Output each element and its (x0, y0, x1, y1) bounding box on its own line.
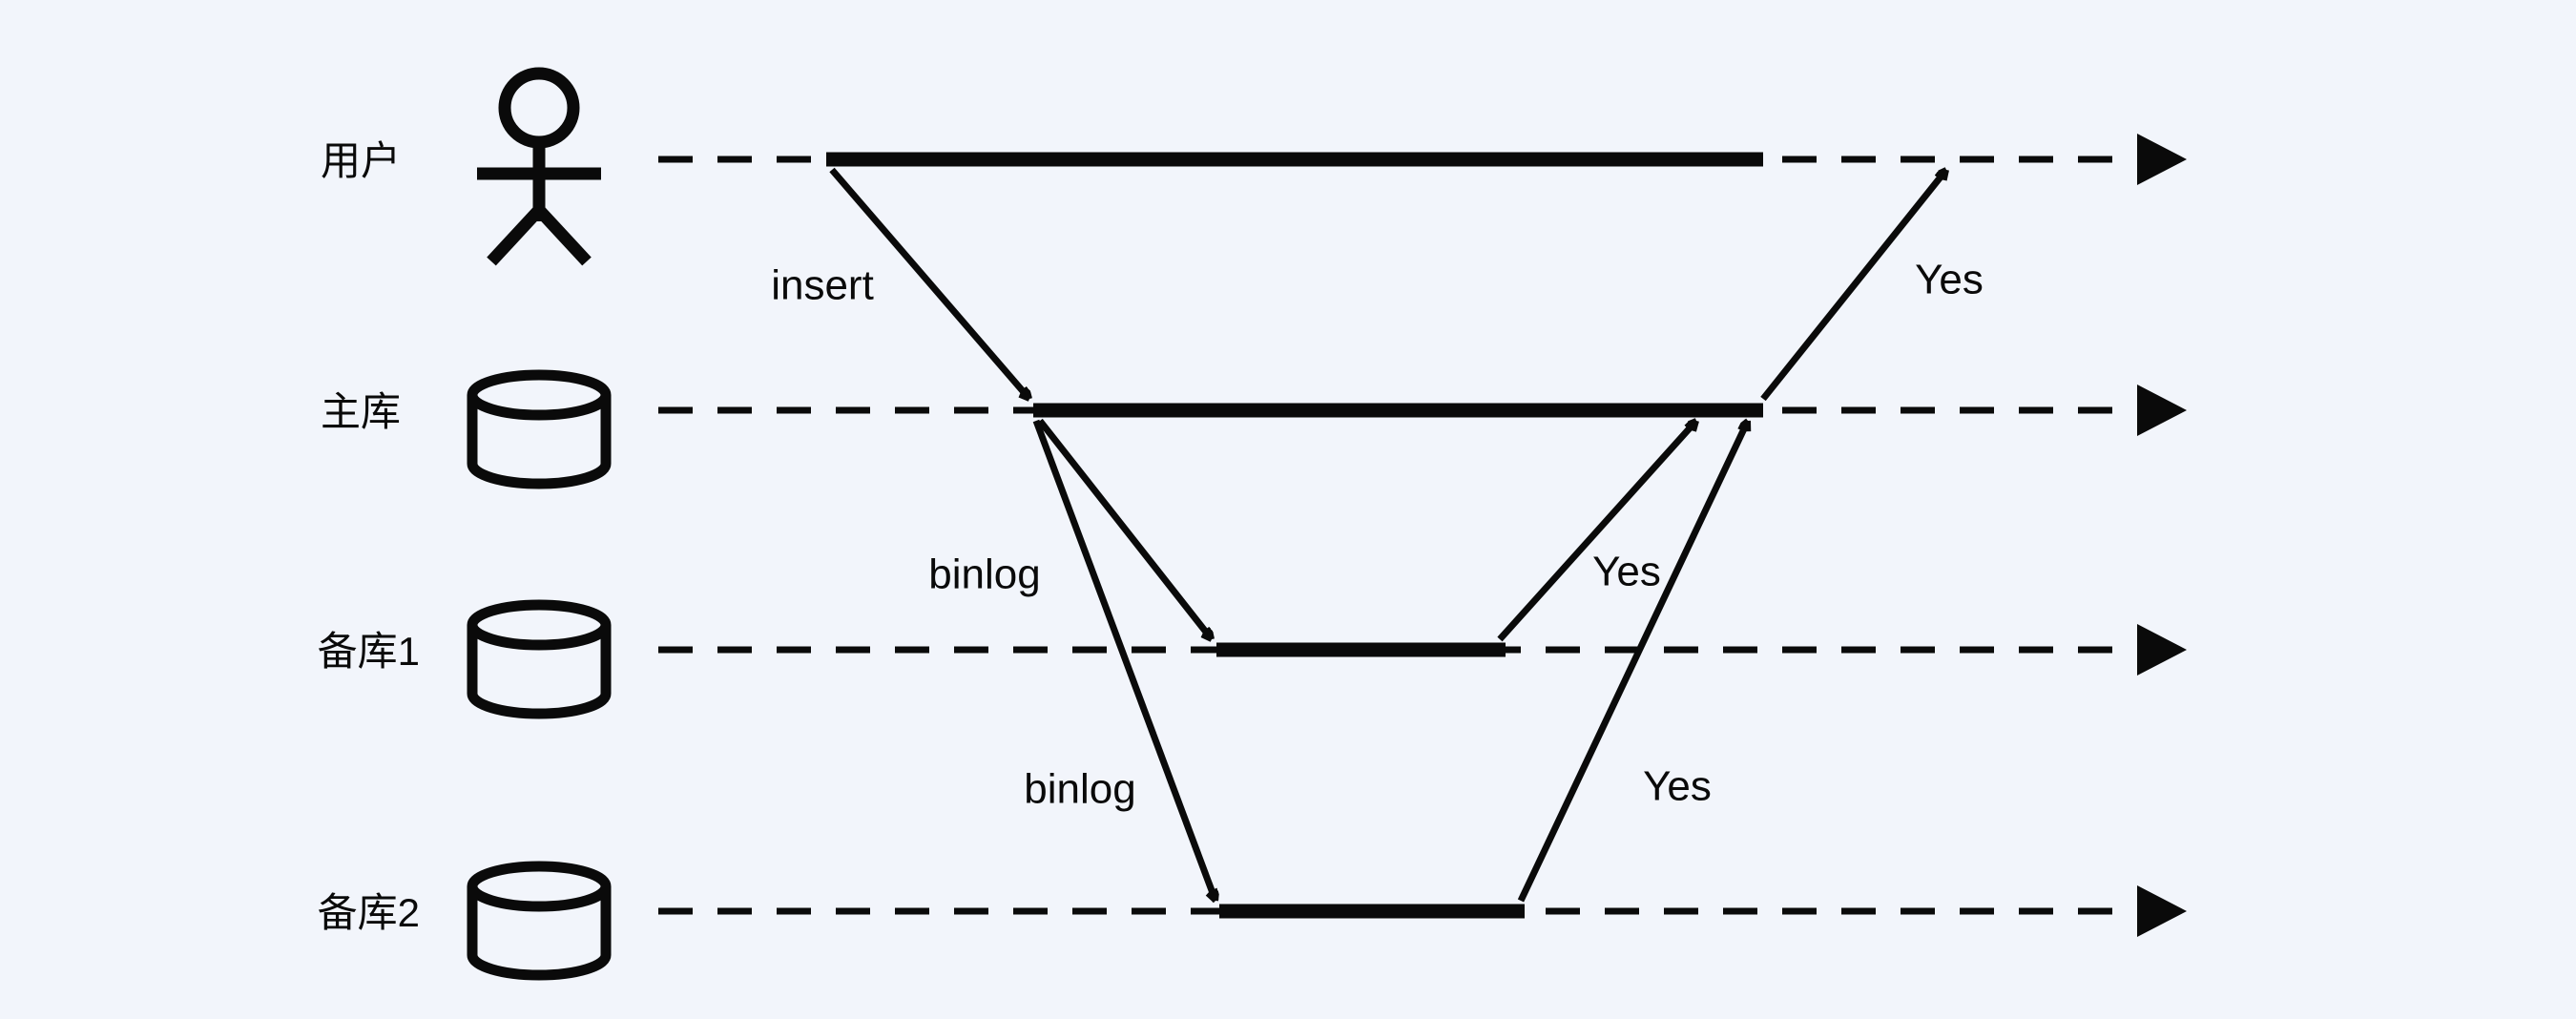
participant-user[interactable]: 用户 (321, 67, 601, 266)
lifeline-arrowhead-replica1 (2137, 624, 2187, 676)
participant-master[interactable]: 主库 (321, 369, 612, 489)
message-yes-replica2-to-master[interactable]: Yes (1517, 421, 1748, 903)
message-binlog-replica1[interactable]: binlog (928, 418, 1212, 639)
participant-label-replica1: 备库1 (318, 629, 420, 674)
message-binlog-replica2[interactable]: binlog (1024, 419, 1215, 901)
participant-label-user: 用户 (321, 138, 401, 183)
lifeline-arrowhead-user (2137, 134, 2187, 185)
lifeline-arrowhead-master (2137, 385, 2187, 436)
message-insert[interactable]: insert (771, 167, 1029, 399)
message-yes-master-to-user[interactable]: Yes (1760, 170, 1984, 402)
participant-replica2[interactable]: 备库2 (318, 861, 612, 981)
participant-label-replica2: 备库2 (318, 890, 420, 935)
database-cylinder-icon-replica2 (467, 861, 612, 981)
message-label-binlog-replica1: binlog (928, 551, 1040, 598)
actor-stick-figure-icon (477, 67, 601, 266)
message-yes-replica1-to-master[interactable]: Yes (1497, 421, 1696, 642)
participant-replica1[interactable]: 备库1 (318, 599, 612, 719)
participant-label-master: 主库 (321, 389, 401, 434)
message-label-binlog-replica2: binlog (1024, 766, 1135, 813)
lifeline-arrowhead-replica2 (2137, 885, 2187, 937)
message-label-insert: insert (771, 262, 874, 309)
database-cylinder-icon-replica1 (467, 599, 612, 719)
message-label-yes-replica1: Yes (1592, 549, 1661, 595)
database-cylinder-icon-master (467, 369, 612, 489)
message-label-yes-user: Yes (1915, 257, 1984, 303)
message-label-yes-replica2: Yes (1643, 763, 1712, 810)
